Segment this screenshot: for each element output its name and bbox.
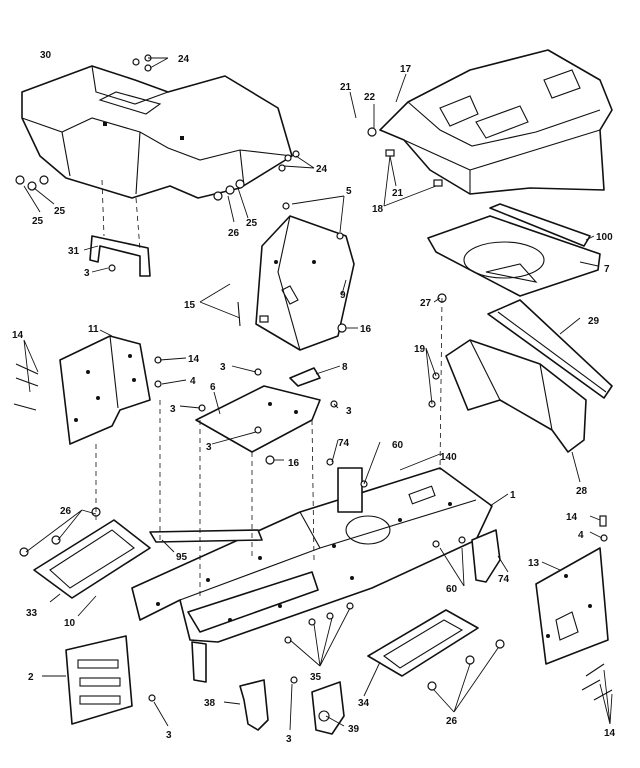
callout-27: 27 bbox=[420, 298, 432, 309]
callout-10: 10 bbox=[64, 618, 76, 629]
callout-4: 4 bbox=[190, 376, 196, 387]
hood-cover-part-30 bbox=[21, 65, 293, 199]
callout-26: 26 bbox=[60, 506, 72, 517]
callout-26: 26 bbox=[446, 716, 458, 727]
callout-1: 1 bbox=[510, 490, 516, 501]
fender-part-28 bbox=[428, 339, 587, 453]
leader-lines bbox=[23, 57, 613, 731]
callout-95: 95 bbox=[176, 552, 188, 563]
callout-60: 60 bbox=[392, 440, 404, 451]
callout-3: 3 bbox=[286, 734, 292, 745]
callout-19: 19 bbox=[414, 344, 426, 355]
footrest-part-34 bbox=[367, 609, 505, 691]
callout-14: 14 bbox=[188, 354, 200, 365]
rear-plate-part-2 bbox=[65, 635, 156, 725]
bracket-part-95 bbox=[149, 529, 263, 543]
callout-22: 22 bbox=[364, 92, 376, 103]
callout-labels: 30 24 24 25 25 26 25 31 3 21 22 17 21 18… bbox=[12, 50, 616, 745]
callout-21: 21 bbox=[392, 188, 404, 199]
callout-74: 74 bbox=[498, 574, 510, 585]
callout-25: 25 bbox=[54, 206, 66, 217]
callout-14: 14 bbox=[12, 330, 24, 341]
callout-15: 15 bbox=[184, 300, 196, 311]
callout-8: 8 bbox=[342, 362, 348, 373]
alignment-lines bbox=[95, 179, 443, 600]
callout-3: 3 bbox=[170, 404, 176, 415]
callout-25: 25 bbox=[32, 216, 44, 227]
callout-35: 35 bbox=[310, 672, 322, 683]
callout-74: 74 bbox=[338, 438, 350, 449]
floor-plate-part-6 bbox=[195, 368, 338, 465]
engine-hood-part-17 bbox=[367, 49, 613, 195]
callout-28: 28 bbox=[576, 486, 588, 497]
callout-7: 7 bbox=[604, 264, 610, 275]
callout-16: 16 bbox=[360, 324, 372, 335]
callout-17: 17 bbox=[400, 64, 412, 75]
callout-14: 14 bbox=[604, 728, 616, 739]
main-frame-part-1 bbox=[131, 467, 493, 683]
side-panel-part-11 bbox=[13, 335, 162, 445]
callout-25: 25 bbox=[246, 218, 258, 229]
callout-3: 3 bbox=[220, 362, 226, 373]
callout-24: 24 bbox=[316, 164, 328, 175]
callout-30: 30 bbox=[40, 50, 52, 61]
dash-panel-part-9 bbox=[237, 202, 355, 351]
callout-3: 3 bbox=[206, 442, 212, 453]
callout-21: 21 bbox=[340, 82, 352, 93]
callout-33: 33 bbox=[26, 608, 38, 619]
callout-31: 31 bbox=[68, 246, 80, 257]
side-panel-part-13 bbox=[535, 515, 613, 701]
callout-2: 2 bbox=[28, 672, 34, 683]
callout-140: 140 bbox=[440, 452, 457, 463]
callout-3: 3 bbox=[346, 406, 352, 417]
bracket-part-39 bbox=[311, 681, 345, 735]
callout-13: 13 bbox=[528, 558, 540, 569]
callout-6: 6 bbox=[210, 382, 216, 393]
callout-100: 100 bbox=[596, 232, 613, 243]
callout-18: 18 bbox=[372, 204, 384, 215]
callout-16: 16 bbox=[288, 458, 300, 469]
callout-3: 3 bbox=[166, 730, 172, 741]
bracket-part-38 bbox=[239, 676, 298, 731]
callout-24: 24 bbox=[178, 54, 190, 65]
callout-3: 3 bbox=[84, 268, 90, 279]
callout-26: 26 bbox=[228, 228, 240, 239]
callout-14: 14 bbox=[566, 512, 578, 523]
callout-5: 5 bbox=[346, 186, 352, 197]
callout-9: 9 bbox=[340, 290, 346, 301]
callout-29: 29 bbox=[588, 316, 600, 327]
bracket-part-31 bbox=[89, 235, 151, 277]
grille-part-29 bbox=[487, 299, 613, 399]
plate-part-7 bbox=[427, 215, 601, 303]
callout-34: 34 bbox=[358, 698, 370, 709]
clip-part-8 bbox=[289, 367, 321, 387]
callout-38: 38 bbox=[204, 698, 216, 709]
callout-11: 11 bbox=[88, 324, 99, 335]
callout-4: 4 bbox=[578, 530, 584, 541]
callout-60: 60 bbox=[446, 584, 458, 595]
callout-39: 39 bbox=[348, 724, 360, 735]
support-bar-part-100 bbox=[489, 203, 591, 247]
footrest-part-33 bbox=[19, 507, 151, 599]
